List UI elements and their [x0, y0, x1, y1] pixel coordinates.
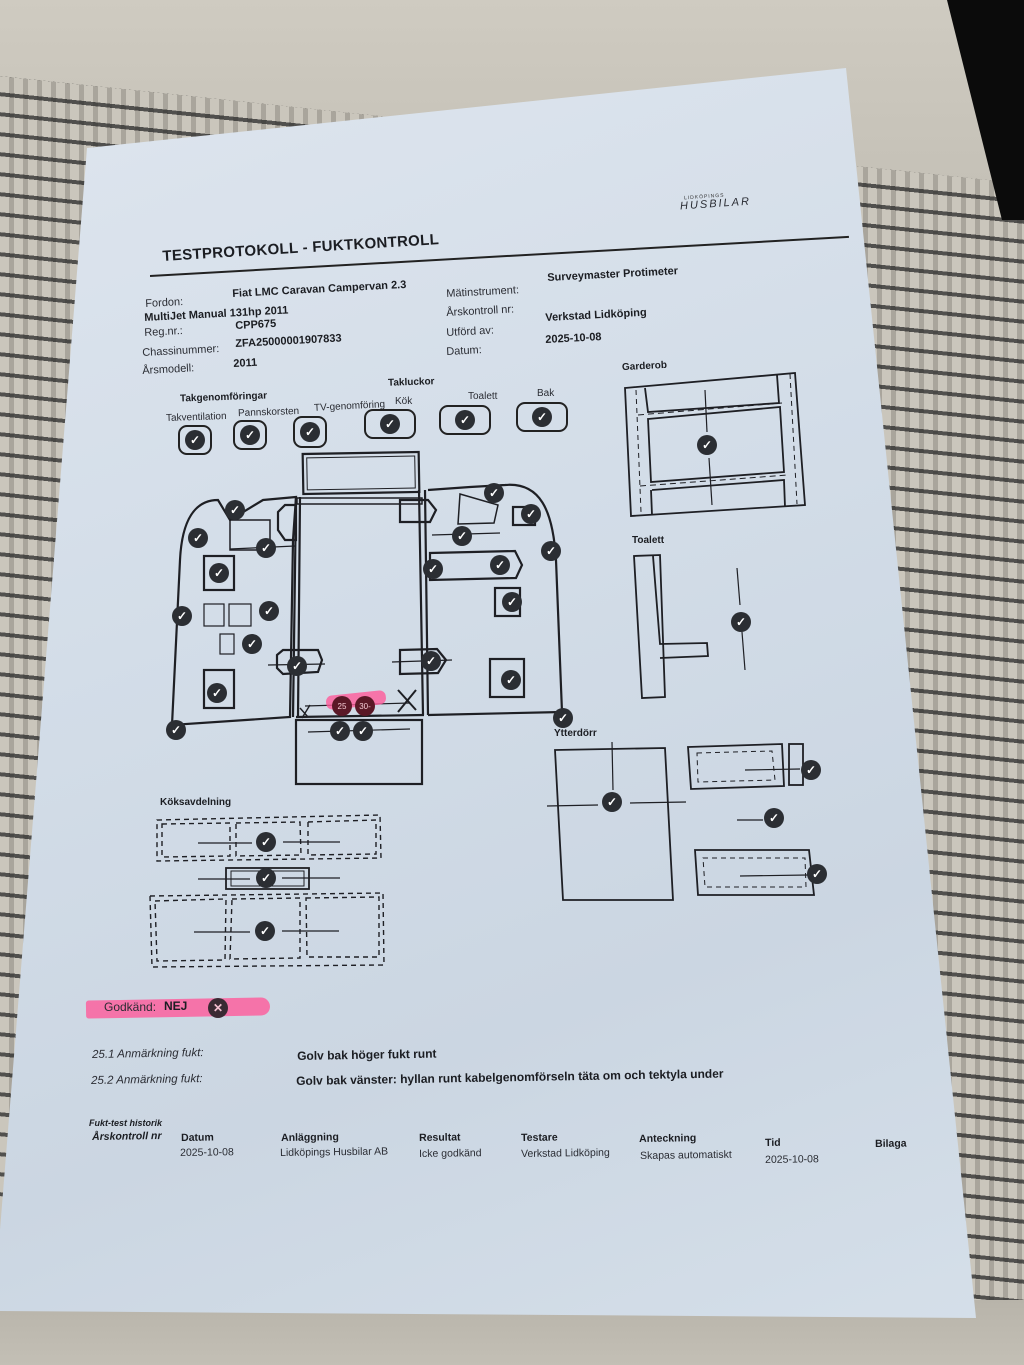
remark-2-label: 25.2 Anmärkning fukt: — [91, 1073, 203, 1087]
roof-item-kok: ✓ — [364, 409, 416, 439]
check-icon: ✓ — [455, 410, 475, 430]
check-icon: ✓ — [541, 541, 561, 561]
roof-item-toalett: ✓ — [439, 405, 491, 435]
check-icon: ✓ — [380, 414, 400, 434]
check-icon: ✓ — [697, 435, 717, 455]
check-icon: ✓ — [166, 720, 186, 740]
check-icon: ✓ — [259, 601, 279, 621]
check-icon: ✓ — [172, 606, 192, 626]
rear-compartment — [294, 718, 424, 786]
check-icon: ✓ — [256, 832, 276, 852]
roof-label-toalett: Toalett — [468, 391, 498, 402]
history-col-anteckning: Anteckning — [639, 1132, 697, 1145]
garderob-title: Garderob — [621, 359, 668, 374]
check-icon: ✓ — [300, 422, 320, 442]
roof-item-pannskorsten: ✓ — [233, 420, 267, 450]
roof-window-shape — [301, 450, 421, 496]
check-icon: ✓ — [188, 528, 208, 548]
toalett-title: Toalett — [632, 535, 665, 546]
check-icon: ✓ — [807, 864, 827, 884]
history-cell-anlaggning: Lidköpings Husbilar AB — [280, 1145, 389, 1159]
moisture-reading-1: 25 — [332, 696, 352, 716]
check-icon: ✓ — [502, 592, 522, 612]
check-icon: ✓ — [353, 721, 373, 741]
check-icon: ✓ — [242, 634, 262, 654]
check-icon: ✓ — [225, 500, 245, 520]
check-icon: ✓ — [330, 721, 350, 741]
moisture-reading-2: 30- — [355, 696, 375, 716]
ytterdorr-title: Ytterdörr — [554, 728, 597, 739]
check-icon: ✓ — [452, 526, 472, 546]
check-icon: ✓ — [256, 538, 276, 558]
floorplan-right-outline — [427, 483, 564, 717]
history-cell-tid: 2025-10-08 — [765, 1153, 819, 1166]
check-icon: ✓ — [423, 559, 443, 579]
toalett-diagram — [633, 554, 746, 699]
roof-label-bak: Bak — [537, 388, 555, 399]
history-col-anlaggning: Anläggning — [281, 1131, 339, 1144]
check-icon: ✓ — [207, 683, 227, 703]
check-icon: ✓ — [240, 425, 260, 445]
check-icon: ✓ — [255, 921, 275, 941]
check-icon: ✓ — [421, 651, 441, 671]
history-cell-datum: 2025-10-08 — [180, 1146, 234, 1159]
history-col-tid: Tid — [765, 1136, 781, 1149]
check-icon: ✓ — [801, 760, 821, 780]
check-icon: ✓ — [602, 792, 622, 812]
check-icon: ✓ — [501, 670, 521, 690]
roof-item-tv-genomforing: ✓ — [293, 416, 327, 448]
ytterdorr-diagram — [546, 741, 816, 901]
check-icon: ✓ — [484, 483, 504, 503]
history-title: Fukt-test historik — [89, 1118, 163, 1128]
fail-icon: ✕ — [208, 998, 228, 1018]
fail-marks — [299, 689, 417, 719]
check-icon: ✓ — [490, 555, 510, 575]
history-cell-testare: Verkstad Lidköping — [521, 1146, 610, 1160]
check-icon: ✓ — [731, 612, 751, 632]
result-value: NEJ — [164, 999, 188, 1013]
history-cell-anteckning: Skapas automatiskt — [640, 1148, 732, 1162]
check-icon: ✓ — [532, 407, 552, 427]
check-icon: ✓ — [256, 868, 276, 888]
check-icon: ✓ — [764, 808, 784, 828]
check-icon: ✓ — [287, 656, 307, 676]
garderob-diagram — [624, 372, 806, 517]
roof-label-kok: Kök — [395, 396, 413, 407]
history-col-datum: Datum — [181, 1131, 214, 1144]
result-label: Godkänd: — [104, 1000, 157, 1014]
check-icon: ✓ — [209, 563, 229, 583]
history-col-testare: Testare — [521, 1131, 558, 1144]
remark-1-text: Golv bak höger fukt runt — [297, 1046, 437, 1063]
koksavdelning-title: Köksavdelning — [160, 797, 232, 808]
check-icon: ✓ — [185, 430, 205, 450]
check-icon: ✓ — [553, 708, 573, 728]
history-cell-resultat: Icke godkänd — [419, 1147, 482, 1160]
history-col-arskontroll: Årskontroll nr — [92, 1130, 162, 1143]
check-icon: ✓ — [521, 504, 541, 524]
history-col-bilaga: Bilaga — [875, 1137, 907, 1150]
roof-item-bak: ✓ — [516, 402, 568, 432]
remark-1-label: 25.1 Anmärkning fukt: — [92, 1047, 204, 1061]
koksavdelning-diagram — [149, 814, 385, 968]
history-col-resultat: Resultat — [419, 1131, 461, 1144]
roof-item-takventilation: ✓ — [178, 425, 212, 455]
